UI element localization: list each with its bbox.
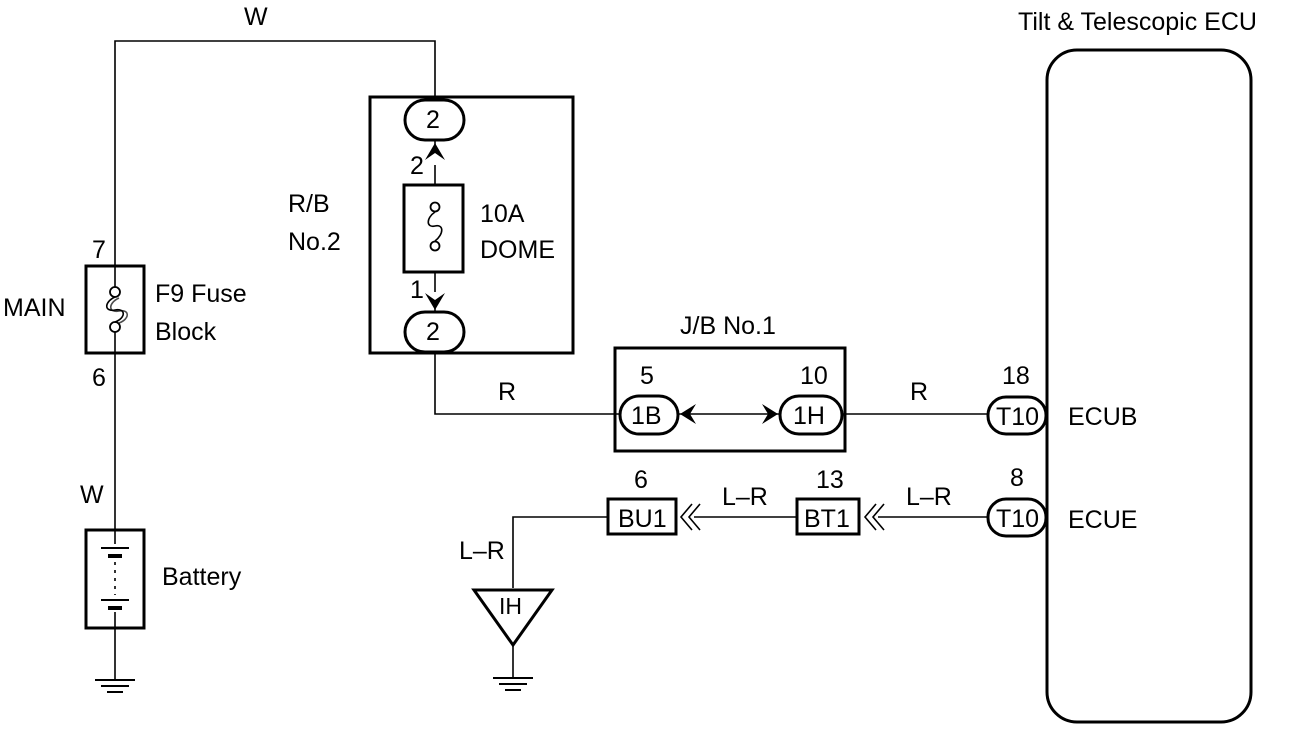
- jb-pin-left: 5: [640, 362, 654, 390]
- fuse-block-name-line1: F9 Fuse: [155, 280, 247, 308]
- wire-label-ecu-to-bt1: L–R: [906, 483, 952, 511]
- ground-label: IH: [499, 593, 522, 619]
- jb-conn-left: 1B: [631, 402, 662, 430]
- ecu-conn-b: T10: [996, 403, 1039, 431]
- fuse-pin-top: 7: [92, 236, 106, 264]
- battery-symbol: [84, 528, 146, 630]
- ground-ih-icon: [493, 677, 533, 691]
- wire-label-jb-to-ecu: R: [910, 378, 928, 406]
- bt1-pin: 13: [816, 466, 844, 494]
- ecu-title: Tilt & Telescopic ECU: [1018, 8, 1257, 36]
- relay-pin-top: 2: [410, 152, 424, 180]
- wire-rb-to-jb: [434, 350, 620, 415]
- ecu-box: [986, 48, 1253, 724]
- relay-block-name-line2: No.2: [288, 228, 341, 256]
- wire-top-w: [114, 40, 436, 265]
- wire-bu1-to-ground: [512, 516, 608, 588]
- wire-label-bu1-to-ground: L–R: [459, 537, 505, 565]
- bu1-pin: 6: [634, 466, 648, 494]
- wire-label-battery: W: [80, 481, 104, 509]
- junction-block: [613, 346, 847, 453]
- fuse-block: [84, 264, 146, 355]
- jb-pin-right: 10: [800, 362, 828, 390]
- fuse-main-label: MAIN: [3, 294, 66, 322]
- dome-fuse-name: DOME: [480, 236, 555, 264]
- ecu-terminal-e: ECUE: [1068, 506, 1137, 534]
- bu1-name: BU1: [618, 505, 667, 533]
- ecu-terminal-b: ECUB: [1068, 403, 1137, 431]
- fuse-pin-bottom: 6: [92, 364, 106, 392]
- connector-bt1: [795, 497, 885, 536]
- relay-conn-top: 2: [426, 106, 440, 134]
- junction-block-name: J/B No.1: [680, 312, 776, 340]
- fuse-block-name-line2: Block: [155, 318, 217, 346]
- ecu-pin-e: 8: [1010, 464, 1024, 492]
- jb-conn-right: 1H: [793, 402, 825, 430]
- bt1-name: BT1: [804, 505, 850, 533]
- ground-battery-icon: [95, 679, 135, 693]
- wire-label-rb-to-jb: R: [498, 378, 516, 406]
- wire-label-top: W: [244, 3, 268, 31]
- ecu-conn-e: T10: [996, 505, 1039, 533]
- ecu-pin-b: 18: [1002, 362, 1030, 390]
- connector-bu1: [606, 497, 701, 536]
- wire-label-bt1-to-bu1: L–R: [722, 483, 768, 511]
- relay-block: [368, 95, 575, 355]
- relay-pin-bottom: 1: [410, 276, 424, 304]
- battery-label: Battery: [162, 563, 242, 591]
- dome-fuse-rating: 10A: [480, 200, 525, 228]
- relay-block-name-line1: R/B: [288, 190, 330, 218]
- ground-point-ih: [471, 588, 555, 648]
- relay-conn-bottom: 2: [426, 318, 440, 346]
